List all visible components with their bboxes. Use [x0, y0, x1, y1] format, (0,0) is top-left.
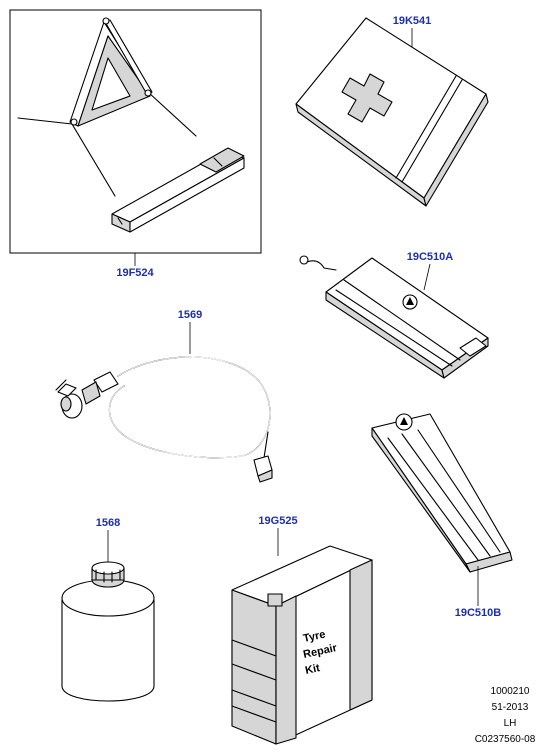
tool-pouch-group: 19C510A — [299, 251, 489, 379]
callout-19c510a: 19C510A — [407, 251, 454, 263]
sealant-bottle-group: 1568 — [61, 517, 155, 702]
sealant-bottle-illustration — [61, 561, 155, 702]
tyre-repair-kit-group: 19G525 Tyre Repair Kit — [231, 515, 373, 745]
callout-19k541: 19K541 — [393, 15, 432, 27]
first-aid-cross-icon — [341, 73, 393, 123]
footer-line-1: 1000210 — [491, 686, 530, 697]
first-aid-kit-group: 19K541 — [295, 15, 489, 207]
footer-line-2: 51-2013 — [492, 702, 529, 713]
inflator-hose-group: 1569 — [55, 309, 273, 483]
callout-1569: 1569 — [178, 309, 202, 321]
tool-pouch-illustration — [299, 255, 489, 379]
warning-triangle-group: 19F524 — [9, 9, 262, 279]
first-aid-kit-illustration — [295, 17, 489, 207]
jack-tray-illustration — [371, 413, 513, 573]
callout-1568: 1568 — [96, 517, 120, 529]
footer-line-3: LH — [504, 718, 517, 729]
jack-tray-logo-icon — [400, 417, 408, 425]
footer-line-4: C0237560-08 — [475, 734, 536, 745]
inflator-hose-illustration — [55, 356, 273, 483]
callout-19f524: 19F524 — [116, 267, 154, 279]
tyre-repair-kit-illustration: Tyre Repair Kit — [231, 545, 373, 745]
jack-tray-group: 19C510B — [371, 413, 513, 619]
kit-label-line-1: Tyre — [302, 629, 326, 645]
footer-codes: 1000210 51-2013 LH C0237560-08 — [475, 686, 536, 745]
callout-19g525: 19G525 — [258, 515, 297, 527]
callout-19c510b: 19C510B — [455, 607, 502, 619]
kit-label-line-3: Kit — [304, 662, 321, 677]
warning-triangle-illustration — [17, 17, 245, 233]
warning-triangle-frame — [9, 9, 262, 254]
